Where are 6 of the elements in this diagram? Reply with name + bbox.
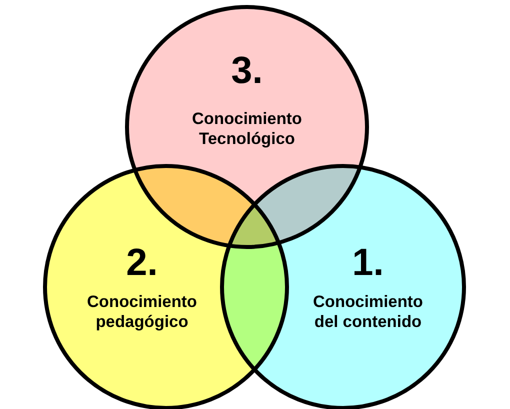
set-number: 1. <box>352 243 384 283</box>
set-label: Conocimiento pedagógico <box>86 292 198 332</box>
set-number: 2. <box>126 243 158 283</box>
set-label: Conocimiento Tecnológico <box>191 109 303 149</box>
set-number: 3. <box>231 51 263 91</box>
set-label: Conocimiento del contenido <box>312 292 424 332</box>
